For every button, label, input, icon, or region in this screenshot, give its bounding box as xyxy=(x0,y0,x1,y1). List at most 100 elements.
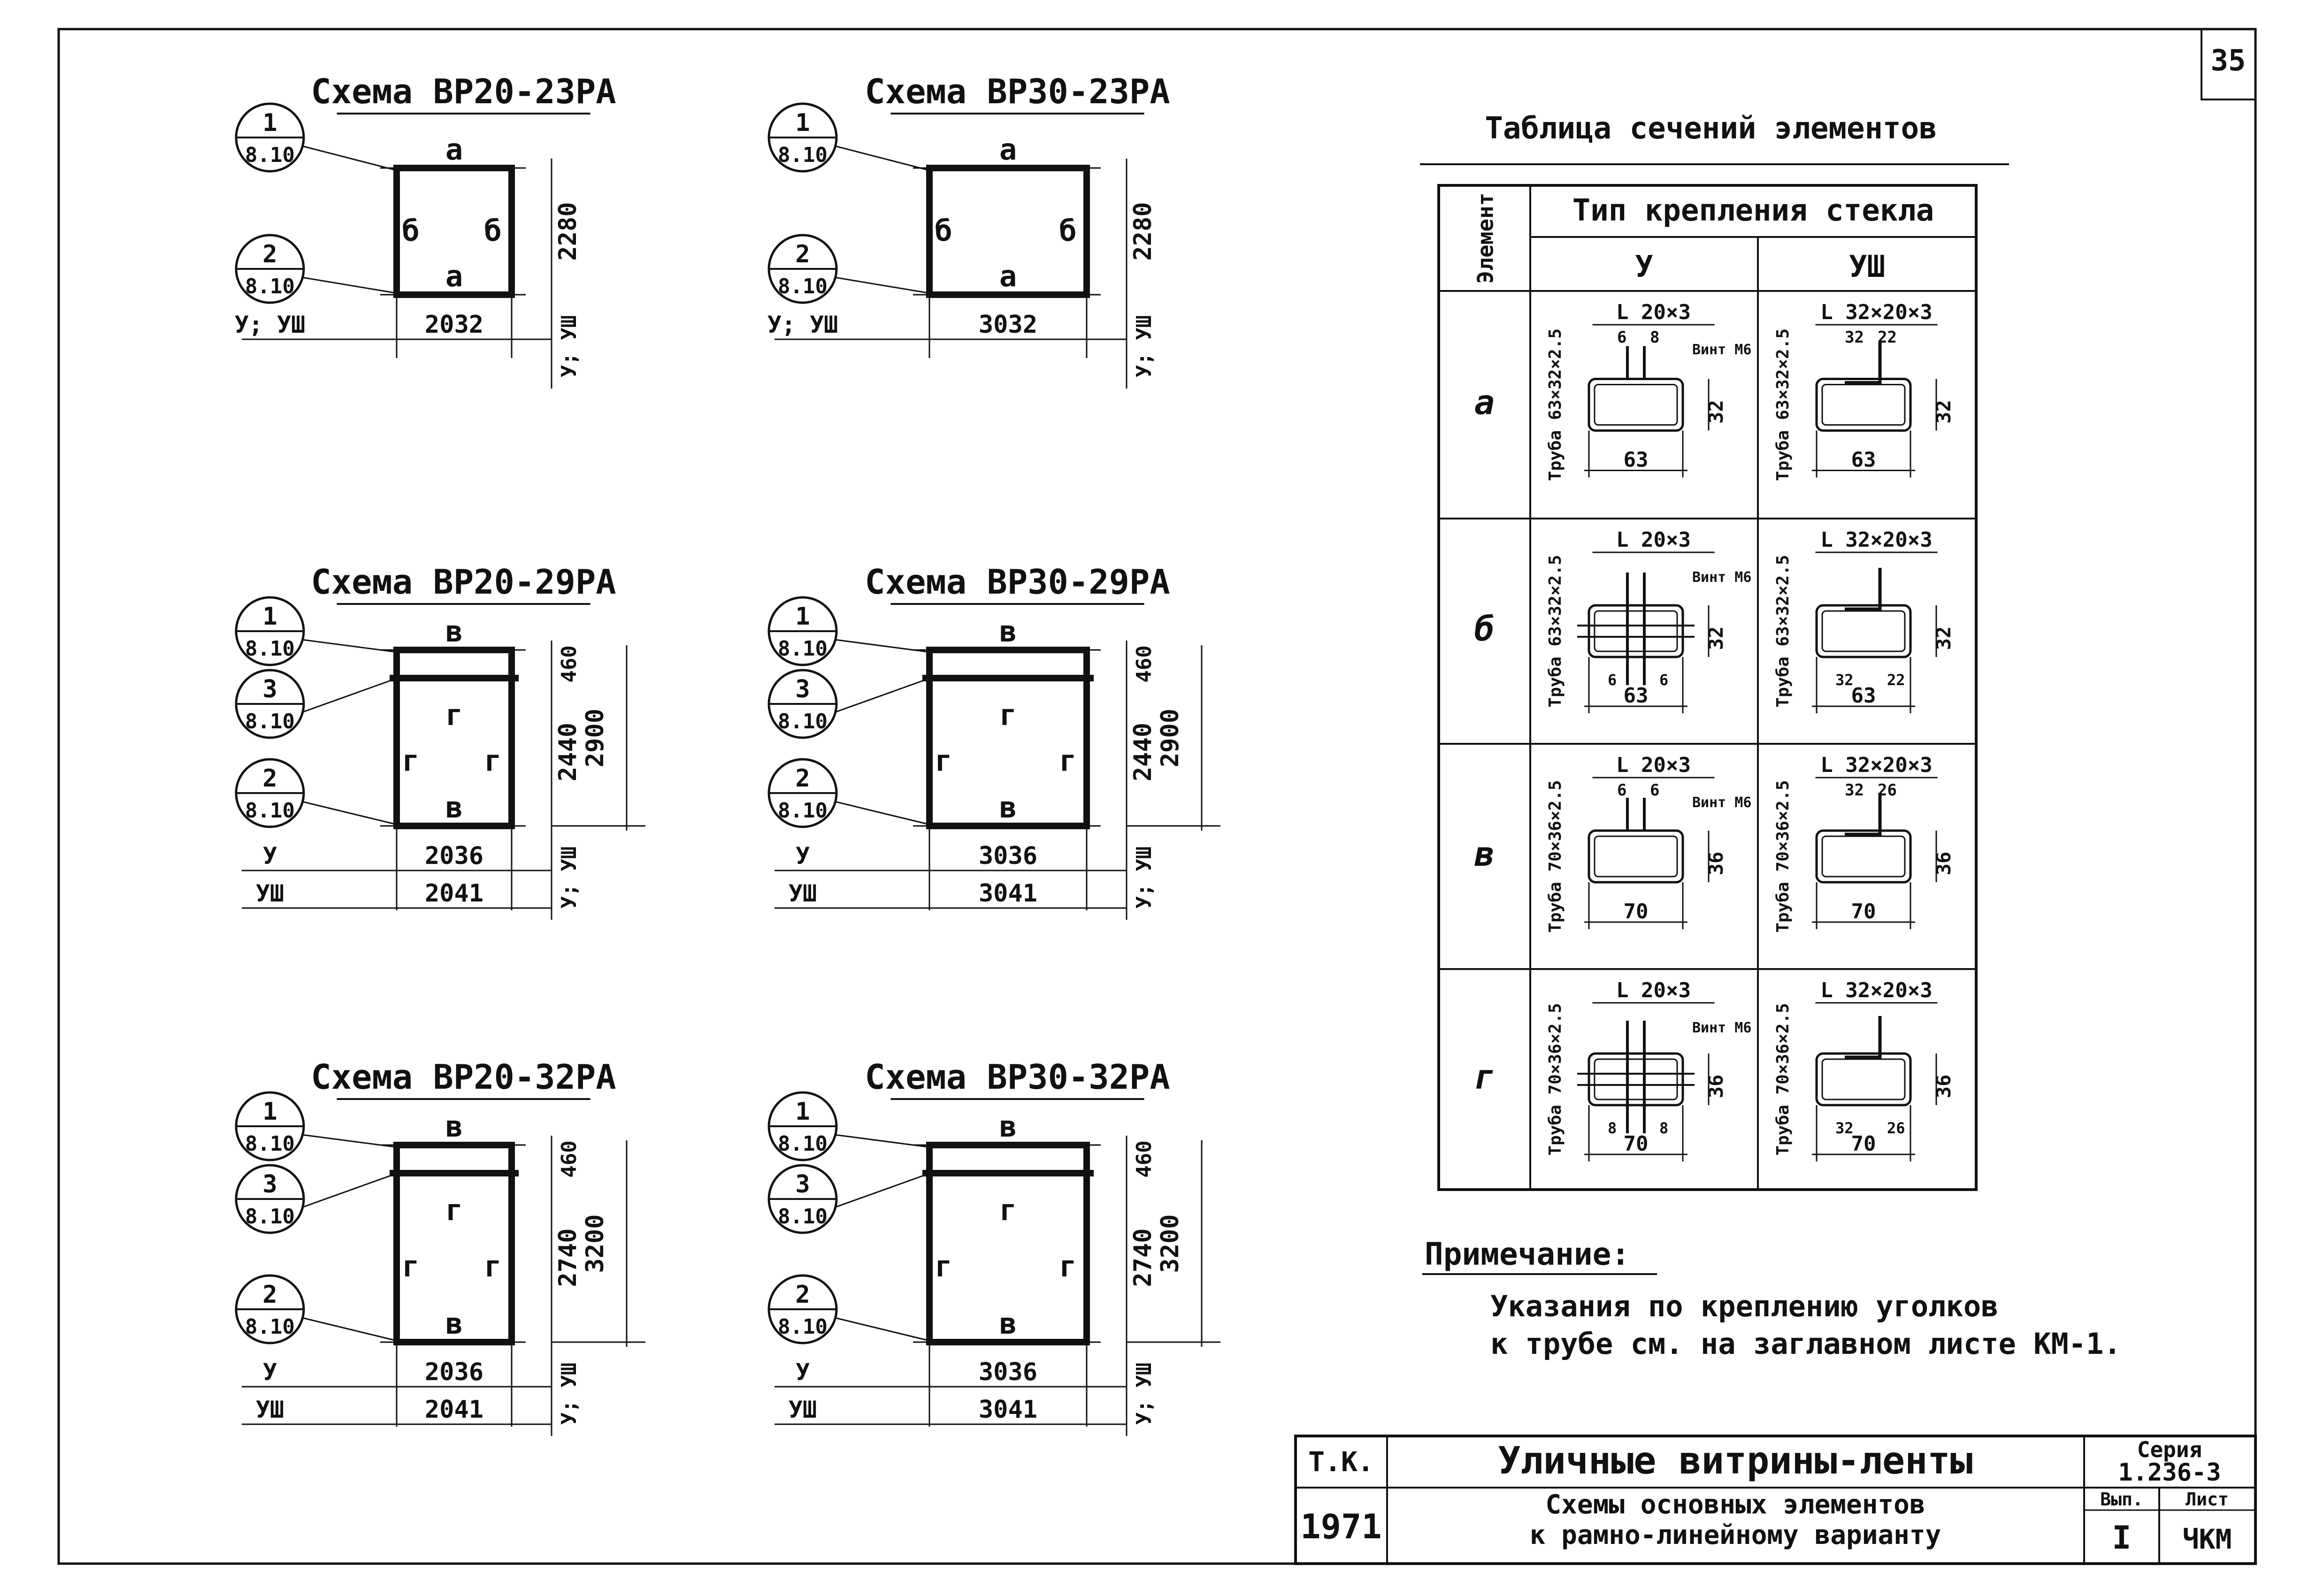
width-dim: 70 xyxy=(1624,900,1649,924)
main-title: Уличные витрины-ленты xyxy=(1498,1439,1972,1482)
subtitle-line-1: Схемы основных элементов xyxy=(1545,1489,1925,1520)
element-label-right: г xyxy=(1059,744,1076,778)
dim-height: 2280 xyxy=(1129,202,1157,260)
callout-1: 18.10 xyxy=(767,1091,928,1161)
dim-row1-label: У xyxy=(796,1359,810,1386)
element-label-right: г xyxy=(1059,1249,1076,1283)
callout-sheet: 8.10 xyxy=(245,1132,295,1156)
dim-vlabel: У; УШ xyxy=(557,1363,581,1425)
dim-row2-label: УШ xyxy=(256,880,284,907)
scheme-title: Схема ВР30-32РА xyxy=(865,1057,1170,1097)
pipe-label: Труба 63×32×2.5 xyxy=(1546,328,1565,481)
dim-vlabel: У; УШ xyxy=(557,315,581,377)
width-dim: 63 xyxy=(1851,684,1876,708)
callout-number: 1 xyxy=(262,1098,277,1126)
dim-h-mid: 2440 xyxy=(1129,723,1157,781)
callout-leader xyxy=(834,639,928,653)
callout-number: 3 xyxy=(262,1170,277,1199)
dim-d1: 32 xyxy=(1845,781,1864,800)
angle-label: L 32×20×3 xyxy=(1820,978,1932,1002)
callout-leader xyxy=(834,1173,928,1208)
note-line-2: к трубе см. на заглавном листе КМ-1. xyxy=(1490,1327,2121,1361)
sheet-label: Лист xyxy=(2186,1489,2229,1510)
element-label-left: г xyxy=(402,744,419,778)
callout-leader xyxy=(301,639,395,653)
angle-legs xyxy=(1845,568,1882,611)
scheme-title: Схема ВР30-29РА xyxy=(865,562,1170,602)
callout-number: 1 xyxy=(795,1098,810,1126)
dim-row1-label: У; УШ xyxy=(767,311,838,338)
pipe-label: Труба 70×36×2.5 xyxy=(1546,780,1565,932)
scheme-title: Схема ВР20-23РА xyxy=(311,72,616,111)
callout-number: 2 xyxy=(795,764,810,793)
pipe-label: Труба 63×32×2.5 xyxy=(1773,555,1793,707)
dim-row1-value: 3032 xyxy=(979,311,1037,339)
pipe-outline xyxy=(1588,829,1684,884)
page-number-box xyxy=(2201,28,2256,100)
element-label-right: б xyxy=(1059,214,1076,248)
callout-sheet: 8.10 xyxy=(245,275,295,298)
height-dim: 36 xyxy=(1704,1075,1727,1099)
pipe-inner xyxy=(1821,610,1906,652)
callout-2: 28.10 xyxy=(235,234,395,304)
dim-b2: 8 xyxy=(1659,1119,1668,1137)
height-dim: 32 xyxy=(1932,626,1955,650)
callout-sheet: 8.10 xyxy=(778,1132,828,1156)
col-element: Элемент xyxy=(1473,193,1498,284)
dim-vlabel: У; УШ xyxy=(1132,847,1156,909)
col-ush: УШ xyxy=(1849,250,1885,284)
callout-number: 3 xyxy=(262,675,277,703)
callout-number: 2 xyxy=(262,1281,277,1309)
dim-b2: 26 xyxy=(1887,1119,1905,1137)
dim-b1: 8 xyxy=(1608,1119,1617,1137)
callout-sheet: 8.10 xyxy=(778,1205,828,1229)
callout-1: 18.10 xyxy=(767,102,928,173)
callout-sheet: 8.10 xyxy=(245,710,295,733)
element-label-top: а xyxy=(445,132,463,167)
height-dim: 36 xyxy=(1932,1075,1955,1099)
pipe-label: Труба 70×36×2.5 xyxy=(1546,1003,1565,1155)
dim-h-top: 460 xyxy=(557,1140,581,1177)
callout-leader xyxy=(301,678,395,713)
angle-label: L 32×20×3 xyxy=(1820,300,1932,324)
pipe-outline xyxy=(1815,1052,1912,1107)
angle-legs xyxy=(1626,1021,1646,1133)
element-label-left: г xyxy=(935,744,952,778)
height-dim: 36 xyxy=(1704,852,1727,876)
pipe-outline xyxy=(1815,378,1912,432)
element-label-inner: г xyxy=(445,1193,463,1227)
table-title: Таблица сечений элементов xyxy=(1485,111,1937,146)
dim-row2-label: УШ xyxy=(789,880,817,907)
element-label-top: в xyxy=(445,614,463,649)
issue-value: I xyxy=(2112,1520,2132,1557)
dim-row1-label: У; УШ xyxy=(235,311,306,338)
tk-label: Т.К. xyxy=(1308,1446,1374,1478)
pipe-outline xyxy=(1588,1052,1684,1107)
callout-3: 28.10 xyxy=(767,1274,928,1344)
dim-h-top: 460 xyxy=(557,645,581,682)
dim-d1: 6 xyxy=(1617,328,1626,347)
element-label-left: б xyxy=(402,214,419,248)
callout-3: 28.10 xyxy=(235,758,395,828)
callout-2: 38.10 xyxy=(767,1164,928,1234)
dim-row1-value: 3036 xyxy=(979,842,1037,870)
dim-d1: 6 xyxy=(1617,781,1626,800)
dim-height: 3200 xyxy=(581,1214,609,1273)
angle-label: L 20×3 xyxy=(1616,753,1691,777)
callout-1: 18.10 xyxy=(235,102,395,173)
element-label-top: в xyxy=(445,1109,463,1144)
callout-2: 38.10 xyxy=(767,669,928,739)
element-label-bottom: в xyxy=(999,790,1017,825)
callout-leader xyxy=(834,1317,928,1341)
row-element-label: в xyxy=(1474,834,1495,874)
dim-h-mid: 2440 xyxy=(554,723,582,781)
dim-row1-value: 2036 xyxy=(425,1358,483,1386)
